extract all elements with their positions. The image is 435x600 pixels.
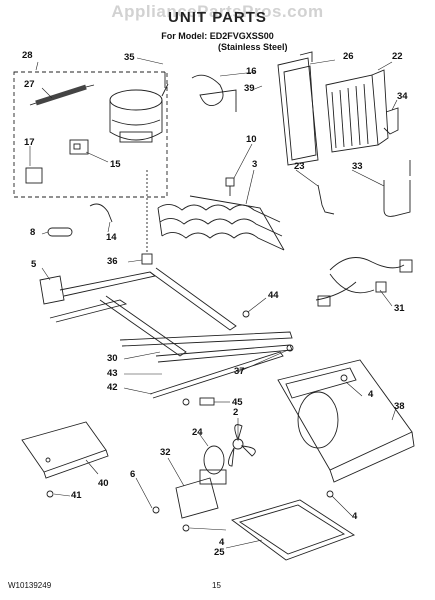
evaporator [157, 195, 285, 251]
callout: 15 [110, 159, 121, 170]
compressor [109, 83, 169, 143]
screw-37 [286, 344, 294, 352]
callout: 42 [107, 382, 118, 393]
callout: 25 [214, 547, 225, 558]
callout: 8 [30, 227, 36, 238]
callout: 43 [107, 368, 118, 379]
callout: 10 [246, 134, 257, 145]
screw-41 [46, 490, 54, 498]
callout: 27 [24, 79, 35, 90]
callout: 31 [394, 303, 405, 314]
wire-harness [315, 257, 413, 307]
base-rails [39, 267, 293, 399]
grommet [141, 253, 153, 265]
callout: 28 [22, 50, 33, 61]
overload [25, 167, 43, 184]
fan-motor [199, 445, 227, 485]
callout: 34 [397, 91, 408, 102]
bushing-45 [199, 397, 215, 406]
callout: 17 [24, 137, 35, 148]
tube-23 [317, 184, 335, 215]
callout: 37 [234, 366, 245, 377]
screw-42 [182, 398, 190, 406]
page-title: UNIT PARTS [168, 9, 267, 26]
bracket [383, 107, 399, 135]
screw-44 [242, 310, 250, 318]
heater [383, 180, 411, 217]
callout: 14 [106, 232, 117, 243]
callout: 5 [31, 259, 37, 270]
screw-6 [152, 506, 160, 514]
callout: 4 [219, 537, 225, 548]
motor-bracket [175, 477, 219, 519]
callout: 24 [192, 427, 203, 438]
plug [47, 227, 73, 237]
watermark: AppliancePartsPros.com [111, 2, 324, 21]
callout: 32 [160, 447, 171, 458]
screw-4 [182, 524, 190, 532]
callout: 30 [107, 353, 118, 364]
callout: 4 [368, 389, 374, 400]
callout: 44 [268, 290, 279, 301]
fan-blade [228, 424, 256, 467]
suction-tube [191, 74, 237, 112]
callout: 16 [246, 66, 257, 77]
callout: 35 [124, 52, 135, 63]
callout: 3 [252, 159, 258, 170]
callout: 22 [392, 51, 403, 62]
callout: 39 [244, 83, 255, 94]
access-cover [21, 421, 109, 479]
relay [69, 139, 89, 155]
finish-line: (Stainless Steel) [218, 42, 288, 52]
callout: 33 [352, 161, 363, 172]
callout: 4 [352, 511, 358, 522]
page-number: 15 [212, 581, 221, 590]
callout: 36 [107, 256, 118, 267]
sensor [225, 177, 235, 187]
document-number: W10139249 [8, 581, 52, 590]
callout: 2 [233, 407, 239, 418]
model-line: For Model: ED2FVGXSS00 [161, 31, 274, 41]
callout: 45 [232, 397, 243, 408]
drain-pan [231, 499, 355, 561]
wire-harness-small [89, 203, 113, 223]
callout: 38 [394, 401, 405, 412]
callout: 23 [294, 161, 305, 172]
callout: 26 [343, 51, 354, 62]
screw-4b [340, 374, 348, 382]
callout: 6 [130, 469, 136, 480]
condenser [325, 69, 389, 153]
compressor-group-box [13, 71, 168, 198]
screw-4c [326, 490, 334, 498]
fan-bracket [277, 359, 415, 483]
condenser-shroud [277, 51, 319, 166]
filter-drier [29, 84, 95, 106]
callout: 40 [98, 478, 109, 489]
callout: 41 [71, 490, 82, 501]
